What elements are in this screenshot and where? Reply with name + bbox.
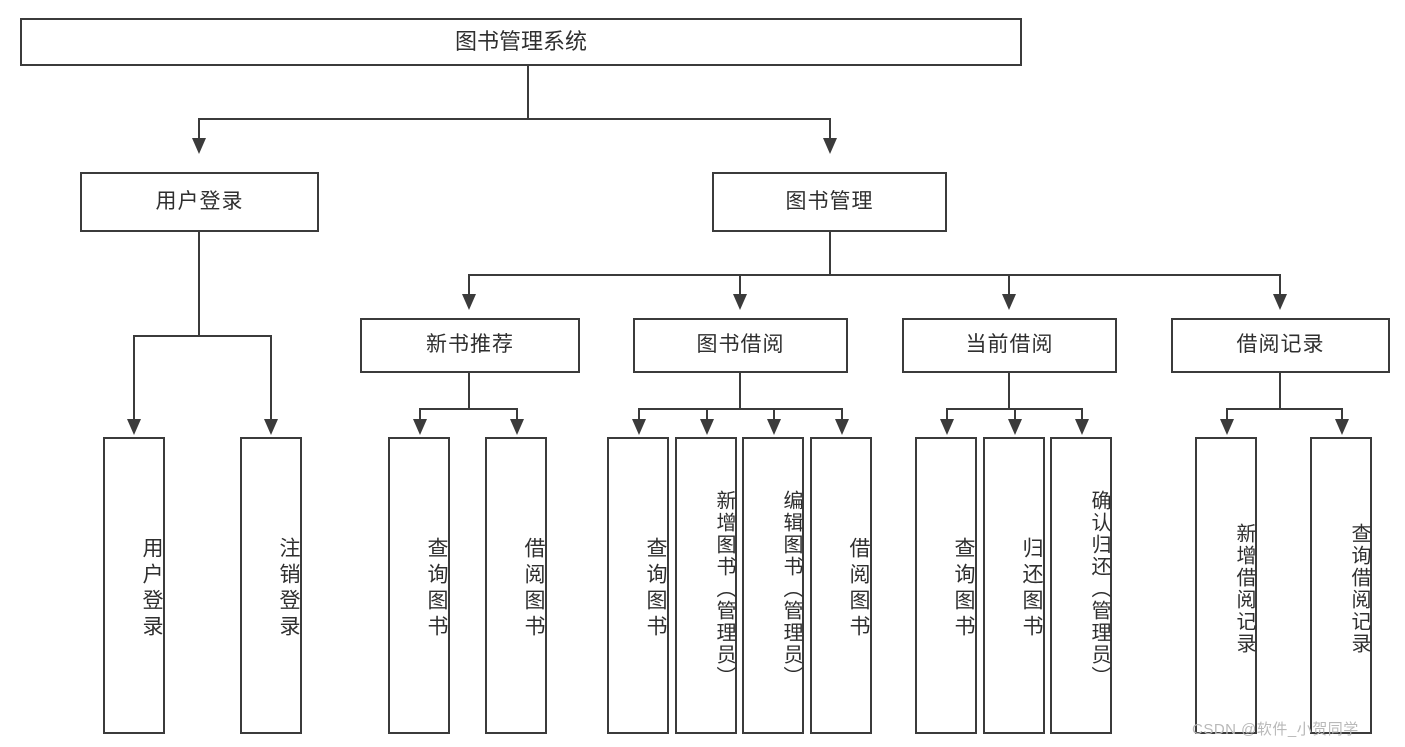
connector-book-manage-bus (468, 274, 1281, 276)
leaf-user-logout[interactable]: 注销登录 (240, 437, 302, 734)
arrow-to-leaf-query-book-3 (940, 419, 954, 435)
connector-new-book-bus (419, 408, 517, 410)
leaf-query-book-1[interactable]: 查询图书 (388, 437, 450, 734)
connector-user-login-drop-1 (133, 335, 135, 421)
arrow-to-leaf-user-login (127, 419, 141, 435)
arrow-to-book-manage (823, 138, 837, 154)
connector-current-borrow-drop-1 (946, 408, 948, 421)
connector-book-borrow-drop-4 (841, 408, 843, 421)
leaf-add-record[interactable]: 新增借阅记录 (1195, 437, 1257, 734)
connector-book-borrow-drop-1 (638, 408, 640, 421)
connector-user-login-stem (198, 232, 200, 335)
leaf-return-book[interactable]: 归还图书 (983, 437, 1045, 734)
connector-borrow-record-bus (1226, 408, 1342, 410)
arrow-to-leaf-query-record (1335, 419, 1349, 435)
arrow-to-current-borrow (1002, 294, 1016, 310)
leaf-query-book-2[interactable]: 查询图书 (607, 437, 669, 734)
leaf-confirm-return[interactable]: 确认归还（管理员） (1050, 437, 1112, 734)
connector-book-borrow-drop-3 (773, 408, 775, 421)
arrow-to-new-book-recommend (462, 294, 476, 310)
arrow-to-leaf-user-logout (264, 419, 278, 435)
node-new-book-recommend[interactable]: 新书推荐 (360, 318, 580, 373)
leaf-edit-book[interactable]: 编辑图书（管理员） (742, 437, 804, 734)
arrow-to-leaf-return-book (1008, 419, 1022, 435)
connector-borrow-record-stem (1279, 373, 1281, 408)
arrow-to-leaf-borrow-book-1 (510, 419, 524, 435)
connector-root-stem (527, 66, 529, 118)
connector-book-borrow-drop-2 (706, 408, 708, 421)
connector-new-book-drop-1 (419, 408, 421, 421)
connector-user-login-bus (133, 335, 270, 337)
leaf-user-login[interactable]: 用户登录 (103, 437, 165, 734)
node-book-borrow[interactable]: 图书借阅 (633, 318, 848, 373)
arrow-to-leaf-edit-book (767, 419, 781, 435)
arrow-to-leaf-add-record (1220, 419, 1234, 435)
node-user-login[interactable]: 用户登录 (80, 172, 319, 232)
connector-root-right-drop (829, 118, 831, 140)
arrow-to-leaf-borrow-book-2 (835, 419, 849, 435)
connector-root-bus (198, 118, 830, 120)
arrow-to-borrow-record (1273, 294, 1287, 310)
arrow-to-leaf-query-book-2 (632, 419, 646, 435)
arrow-to-leaf-confirm-return (1075, 419, 1089, 435)
node-book-manage[interactable]: 图书管理 (712, 172, 947, 232)
arrow-to-leaf-add-book (700, 419, 714, 435)
connector-current-borrow-stem (1008, 373, 1010, 408)
connector-borrow-record-drop-2 (1341, 408, 1343, 421)
node-borrow-record[interactable]: 借阅记录 (1171, 318, 1390, 373)
connector-book-manage-drop-4 (1279, 274, 1281, 296)
connector-book-manage-drop-1 (468, 274, 470, 296)
connector-current-borrow-drop-2 (1014, 408, 1016, 421)
arrow-to-leaf-query-book-1 (413, 419, 427, 435)
connector-book-manage-stem (829, 232, 831, 274)
connector-new-book-drop-2 (516, 408, 518, 421)
arrow-to-user-login (192, 138, 206, 154)
leaf-add-book[interactable]: 新增图书（管理员） (675, 437, 737, 734)
arrow-to-book-borrow (733, 294, 747, 310)
leaf-borrow-book-2[interactable]: 借阅图书 (810, 437, 872, 734)
connector-book-manage-drop-3 (1008, 274, 1010, 296)
connector-borrow-record-drop-1 (1226, 408, 1228, 421)
node-current-borrow[interactable]: 当前借阅 (902, 318, 1117, 373)
connector-current-borrow-drop-3 (1081, 408, 1083, 421)
node-root-system[interactable]: 图书管理系统 (20, 18, 1022, 66)
leaf-borrow-book-1[interactable]: 借阅图书 (485, 437, 547, 734)
leaf-query-book-3[interactable]: 查询图书 (915, 437, 977, 734)
leaf-query-record[interactable]: 查询借阅记录 (1310, 437, 1372, 734)
connector-new-book-stem (468, 373, 470, 408)
connector-book-manage-drop-2 (739, 274, 741, 296)
csdn-watermark: CSDN @软件_小贺同学 (1192, 721, 1359, 738)
connector-user-login-drop-2 (270, 335, 272, 421)
connector-book-borrow-stem (739, 373, 741, 408)
connector-book-borrow-bus (638, 408, 843, 410)
connector-root-left-drop (198, 118, 200, 140)
